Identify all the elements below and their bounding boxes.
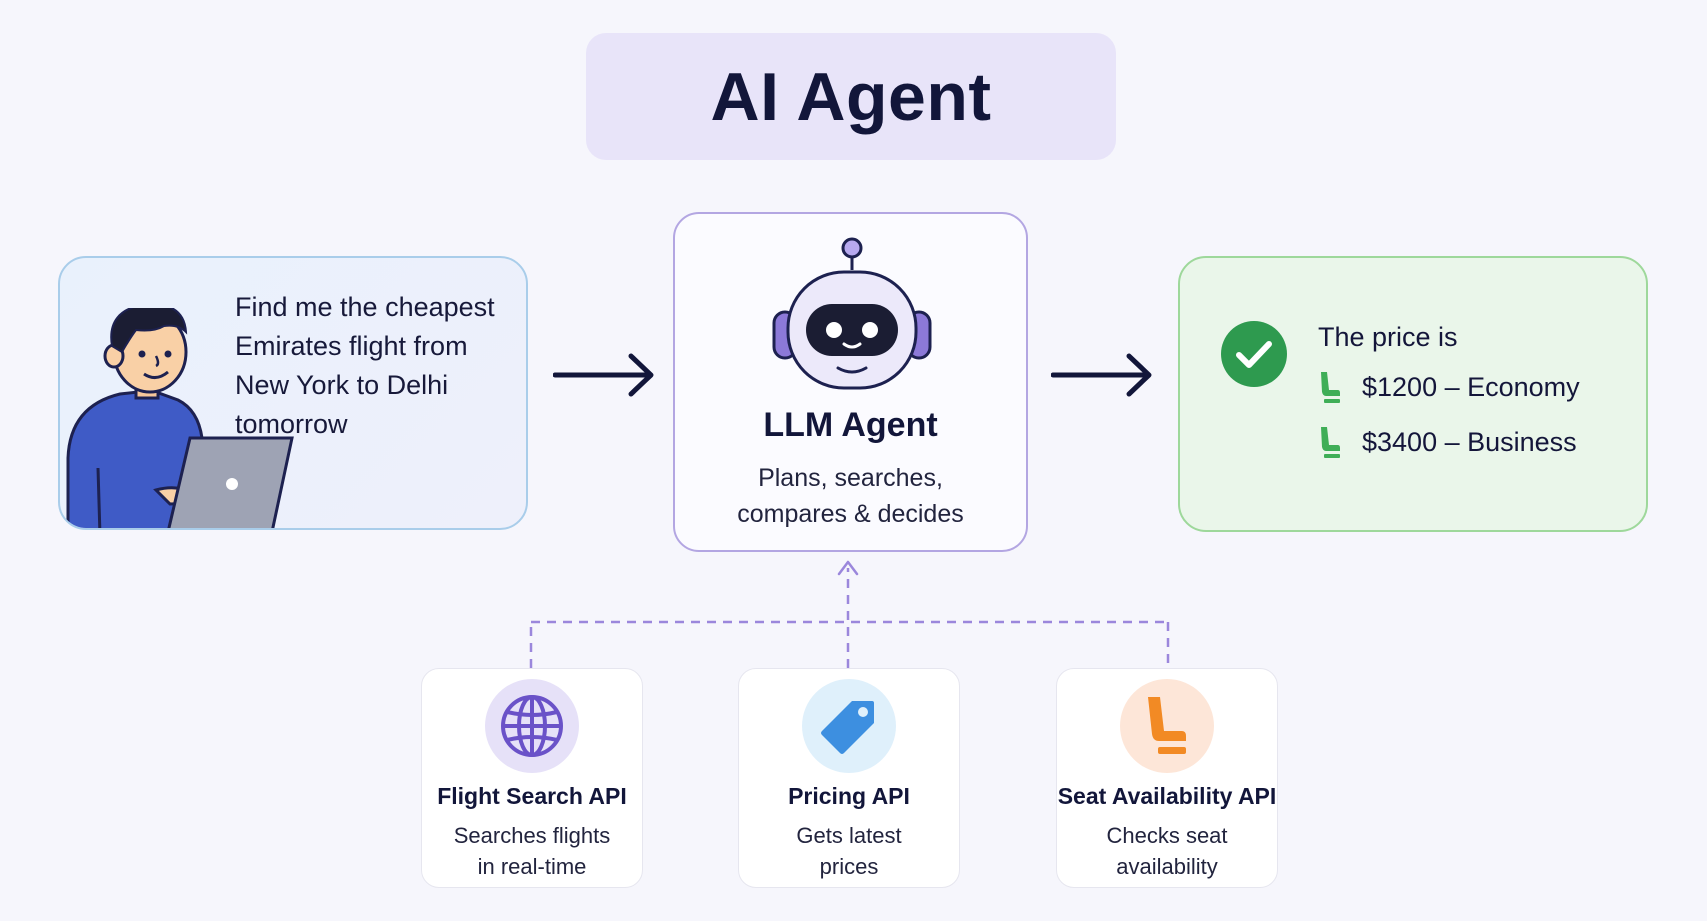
tool-description: Gets latest prices <box>739 820 959 882</box>
tool-desc-line: prices <box>819 854 879 879</box>
check-circle-icon <box>1221 321 1287 387</box>
tool-name: Pricing API <box>788 783 910 809</box>
seat-icon <box>1321 427 1340 458</box>
tool-desc-line: Gets latest <box>796 823 902 848</box>
user-query-line: New York to Delhi <box>235 370 449 400</box>
result-intro: The price is <box>1318 322 1458 352</box>
agent-desc-line: compares & decides <box>737 500 964 528</box>
llm-agent-card: LLM Agent Plans, searches, compares & de… <box>673 212 1028 552</box>
agent-desc-line: Plans, searches, <box>758 464 943 492</box>
tool-description: Checks seat availability <box>1057 820 1277 882</box>
seat-icon-wrap <box>1120 679 1214 773</box>
globe-icon <box>501 695 563 757</box>
page-title: AI Agent <box>710 58 992 135</box>
tool-card-pricing: Pricing API Gets latest prices <box>738 668 960 888</box>
globe-icon-wrap <box>485 679 579 773</box>
robot-icon <box>772 237 932 390</box>
tool-card-seat-availability: Seat Availability API Checks seat availa… <box>1056 668 1278 888</box>
user-query-text: Find me the cheapest Emirates flight fro… <box>235 288 520 444</box>
arrow-right-icon <box>1051 353 1152 397</box>
seat-icon <box>1148 697 1186 754</box>
agent-description: Plans, searches, compares & decides <box>675 460 1026 532</box>
price-tag-icon-wrap <box>802 679 896 773</box>
arrow-right-icon <box>553 353 654 397</box>
user-query-line: Find me the cheapest <box>235 292 495 322</box>
result-card: The price is $1200 – Economy $3400 – Bus… <box>1178 256 1648 532</box>
user-query-line: Emirates flight from <box>235 331 468 361</box>
tool-desc-line: in real-time <box>477 854 587 879</box>
user-query-line: tomorrow <box>235 409 348 439</box>
user-with-laptop-illustration <box>66 308 294 528</box>
result-item-text: $1200 – Economy <box>1362 371 1580 402</box>
tool-desc-line: Searches flights <box>453 823 611 848</box>
seat-icon <box>1321 372 1340 403</box>
tool-card-flight-search: Flight Search API Searches flights in re… <box>421 668 643 888</box>
agent-title: LLM Agent <box>763 406 938 444</box>
result-item: $3400 – Business <box>1318 425 1577 459</box>
price-tag-icon <box>821 701 874 754</box>
tool-desc-line: availability <box>1116 854 1218 879</box>
tool-desc-line: Checks seat <box>1106 823 1228 848</box>
tool-description: Searches flights in real-time <box>422 820 642 882</box>
tool-name: Flight Search API <box>437 783 627 809</box>
tool-name: Seat Availability API <box>1057 783 1277 809</box>
result-item: $1200 – Economy <box>1318 370 1580 404</box>
user-query-card: Find me the cheapest Emirates flight fro… <box>58 256 528 530</box>
result-item-text: $3400 – Business <box>1362 426 1577 457</box>
title-box: AI Agent <box>586 33 1116 160</box>
